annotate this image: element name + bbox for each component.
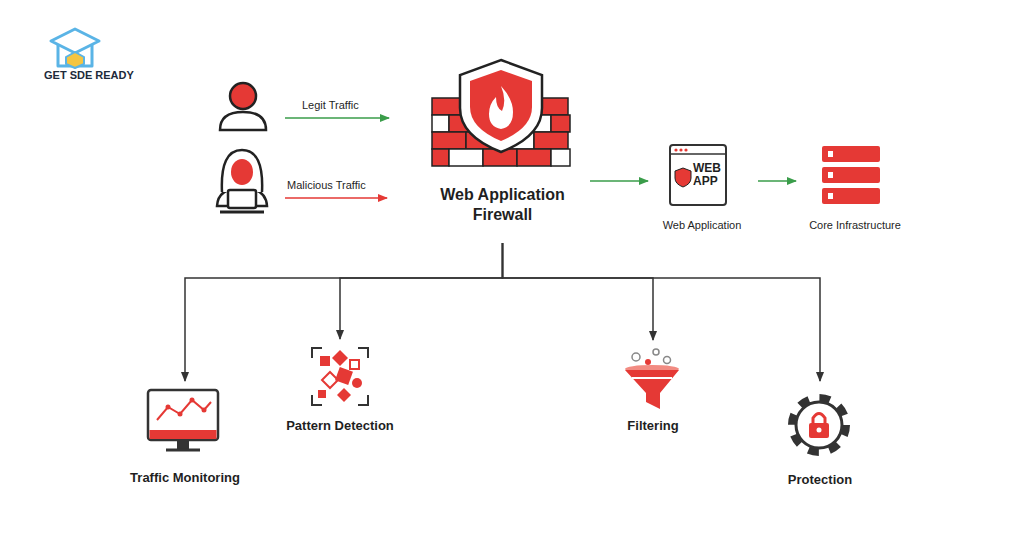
feature-label: Pattern Detection [286, 418, 394, 434]
pattern-shape [335, 367, 353, 385]
brick [517, 149, 551, 166]
gear-body [796, 402, 842, 448]
keyhole [817, 428, 822, 433]
particle [632, 353, 640, 361]
monitor-frame [148, 390, 218, 440]
firewall-node: Web Application Firewall [421, 55, 584, 225]
monitor-stand [177, 441, 189, 449]
infrastructure-node: Core Infrastructure [800, 140, 910, 232]
pattern-shape [352, 378, 362, 388]
branch-connector [340, 243, 503, 339]
pattern-shape [337, 388, 351, 402]
pattern-shape [320, 356, 330, 366]
lock-shackle [813, 414, 825, 425]
feature-node: Protection [765, 384, 875, 488]
server-light [828, 193, 833, 199]
user-icon [220, 83, 266, 130]
app-shield [675, 168, 691, 187]
logo-cube [66, 52, 84, 68]
app-dot [684, 148, 687, 151]
feature-label: Filtering [627, 418, 678, 434]
particle [653, 349, 659, 355]
brick [551, 115, 570, 132]
branch-connector [503, 243, 821, 381]
pattern-shape [350, 360, 359, 369]
chart-dot [190, 398, 195, 403]
shield-outer [460, 60, 542, 152]
brick [432, 115, 449, 132]
traffic-label: Legit Traffic [302, 99, 359, 112]
user-body [220, 112, 266, 130]
feature-node: Pattern Detection [270, 342, 410, 434]
gear-icon [792, 398, 846, 452]
scan-corners [312, 348, 368, 405]
chart-dot [166, 405, 171, 410]
brick [551, 149, 570, 166]
funnel-body [625, 370, 679, 409]
flame [489, 86, 513, 129]
server-unit [822, 167, 880, 183]
branch-connector [185, 243, 503, 381]
legit-traffic-arrow [285, 117, 389, 119]
laptop [228, 190, 256, 208]
pattern-shape [332, 350, 348, 366]
funnel-stripe [632, 377, 672, 379]
user-head [230, 83, 256, 109]
lock-body [809, 423, 829, 438]
icon-text: WEB APP [693, 162, 729, 188]
feature-node: Traffic Monitoring [115, 384, 255, 486]
feature-label: Traffic Monitoring [130, 470, 240, 486]
brick [432, 149, 449, 166]
flow-arrow [590, 180, 648, 182]
monitor-band [150, 430, 217, 439]
pattern-shape [318, 390, 326, 398]
app-dot [679, 148, 682, 151]
particle [664, 357, 671, 364]
server-icon [822, 146, 880, 204]
app-dot [674, 148, 677, 151]
traffic-label: Malicious Traffic [287, 179, 366, 192]
server-unit [822, 146, 880, 162]
monitor-icon [148, 390, 218, 450]
funnel-icon [625, 349, 679, 409]
feature-label: Protection [788, 472, 852, 488]
brick [449, 149, 483, 166]
chart-dot [202, 408, 207, 413]
pattern-icon [312, 348, 368, 405]
logo-icon [51, 29, 99, 68]
logo-text: GET SDE READY [44, 69, 134, 82]
monitor-base [166, 449, 200, 452]
node-title: Web Application Firewall [421, 185, 584, 225]
particle [645, 359, 651, 365]
flow-arrow [758, 180, 796, 182]
feature-node: Filtering [600, 343, 706, 434]
malicious-traffic-arrow [285, 197, 387, 199]
brick [534, 132, 568, 149]
laptop-base [220, 211, 264, 214]
hacker-icon [217, 150, 267, 212]
hacker-face [231, 159, 253, 185]
gear-teeth [792, 398, 846, 452]
server-light [828, 172, 833, 178]
brick [432, 132, 466, 149]
hacker-hood [222, 150, 262, 192]
server-light [828, 151, 833, 157]
web-app-node: WEB APP Web Application [652, 140, 752, 232]
node-caption: Web Application [663, 218, 742, 232]
chart-dot [178, 412, 183, 417]
branch-connector [503, 243, 654, 340]
server-unit [822, 188, 880, 204]
shield-inner [470, 70, 532, 141]
chart-line [157, 400, 211, 420]
node-caption: Core Infrastructure [809, 218, 901, 232]
app-title-bar [670, 153, 726, 155]
shield-icon [460, 60, 542, 152]
